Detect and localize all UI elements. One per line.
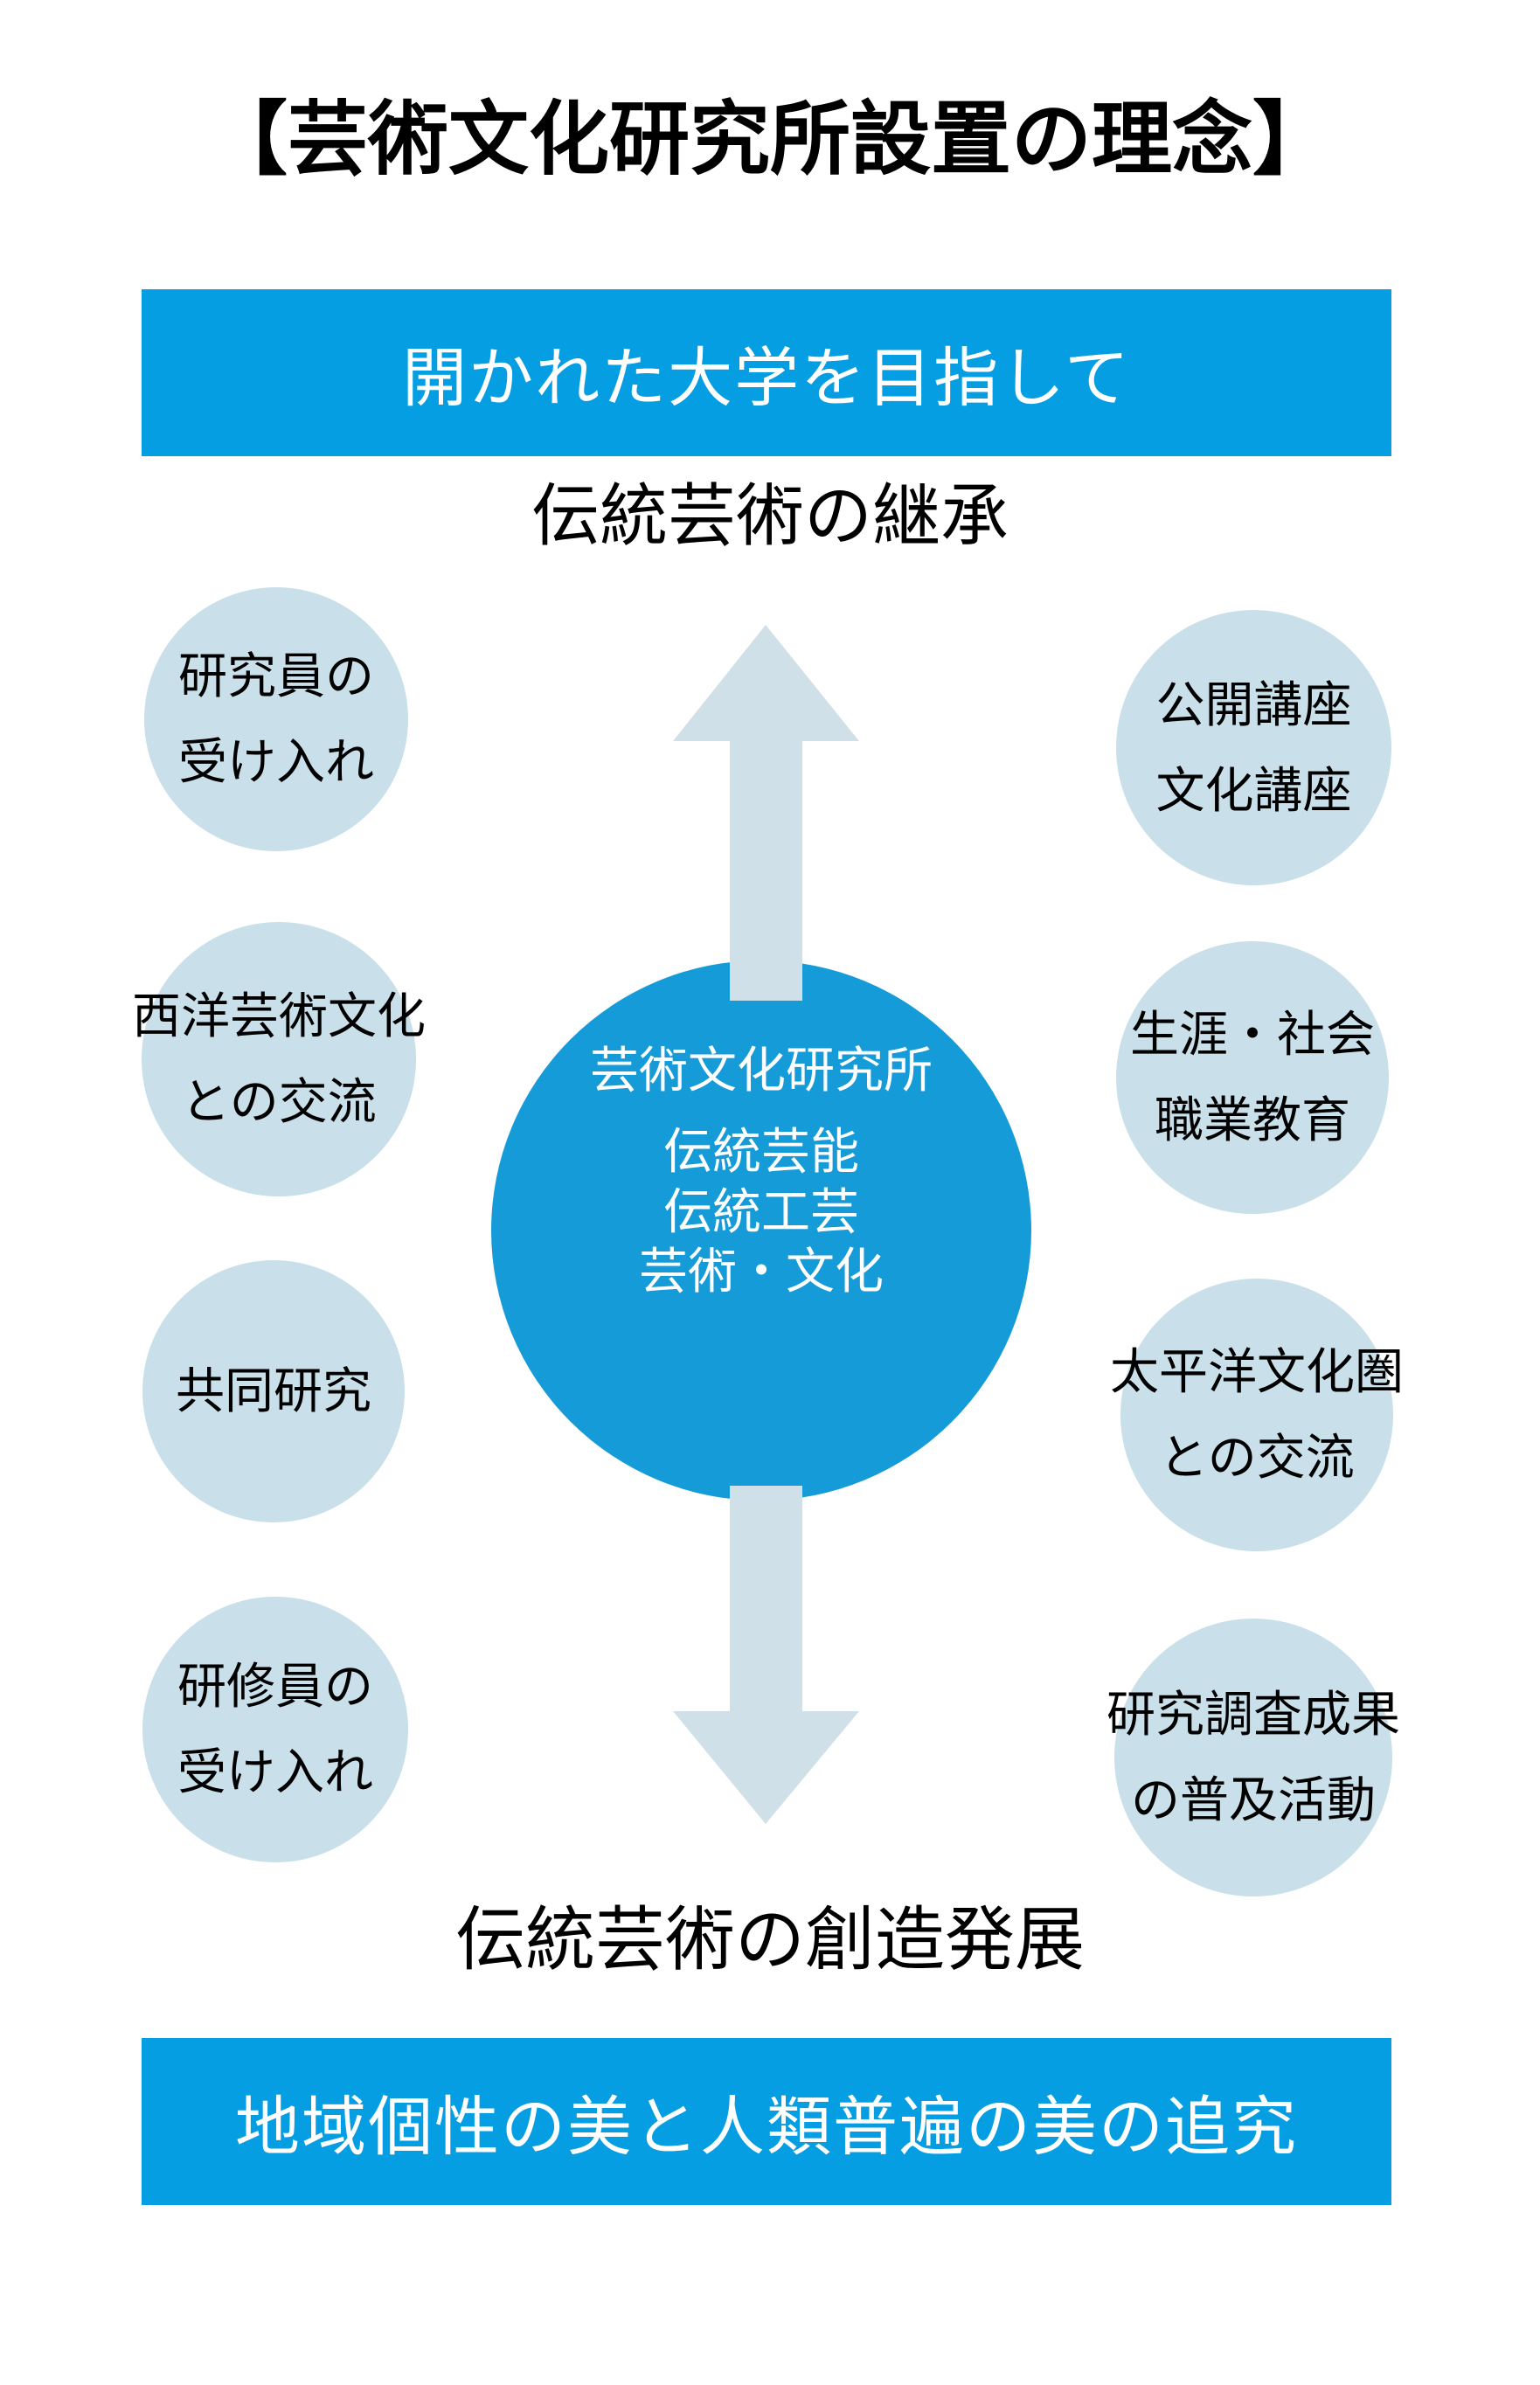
side-circle-line: 研究員の [178, 648, 374, 704]
side-circle-researcher-acceptance: 研究員の 受け入れ [144, 587, 408, 851]
side-circle-line: 西洋芸術文化 [132, 988, 426, 1043]
side-circle-line: 公開講座 [1155, 676, 1352, 732]
top-banner-label: 開かれた大学を目指して [402, 342, 1131, 414]
side-circle-research-dissemination: 研究調査成果 の普及活動 [1106, 1619, 1400, 1896]
side-circle-label: 共同研究 [176, 1348, 371, 1434]
side-circle-line: との交流 [1159, 1430, 1355, 1485]
side-circle-line: 太平洋文化圏 [1110, 1344, 1404, 1399]
side-circle-pacific-exchange: 太平洋文化圏 との交流 [1110, 1279, 1404, 1551]
center-circle-line: 伝統工芸 [663, 1183, 859, 1239]
side-circle-line: 文化講座 [1155, 762, 1352, 818]
side-circle-label: 西洋芸術文化 との交流 [132, 974, 426, 1145]
center-circle-lines: 伝統芸能 伝統工芸 芸術・文化 [491, 1122, 1031, 1301]
side-circle-line: との交流 [181, 1074, 377, 1129]
side-circle-line: 研究調査成果 [1106, 1687, 1400, 1742]
side-circle-western-art-exchange: 西洋芸術文化 との交流 [132, 922, 426, 1196]
side-circle-line: 受け入れ [178, 734, 374, 789]
side-circle-open-lectures: 公開講座 文化講座 [1116, 610, 1391, 885]
side-circle-line: 職業教育 [1155, 1092, 1350, 1147]
side-circle-trainee-acceptance: 研修員の 受け入れ [142, 1597, 408, 1862]
bottom-banner: 地域個性の美と人類普遍の美の追究 [142, 2038, 1391, 2205]
side-circle-joint-research: 共同研究 [142, 1260, 405, 1522]
side-circle-lifelong-education: 生涯・社会 職業教育 [1116, 941, 1389, 1214]
bottom-caption: 伝統芸術の創造発展 [455, 1901, 1085, 1979]
side-circle-label: 研究調査成果 の普及活動 [1106, 1672, 1400, 1843]
center-circle-line: 芸術・文化 [639, 1243, 884, 1299]
down-arrow-icon [673, 1486, 859, 1824]
bottom-banner-label: 地域個性の美と人類普遍の美の追究 [235, 2090, 1298, 2163]
side-circle-label: 太平洋文化圏 との交流 [1110, 1329, 1404, 1501]
side-circle-label: 研修員の 受け入れ [177, 1644, 373, 1815]
side-circle-line: 研修員の [177, 1659, 373, 1714]
center-circle-title: 芸術文化研究所 [590, 1043, 933, 1098]
page-title: 【芸術文化研究所設置の理念】 [206, 95, 1333, 184]
side-circle-line: 受け入れ [177, 1744, 373, 1799]
side-circle-label: 公開講座 文化講座 [1156, 662, 1352, 834]
up-arrow-icon [673, 625, 859, 1001]
side-circle-line: 共同研究 [176, 1363, 371, 1418]
center-circle-institute: 芸術文化研究所 伝統芸能 伝統工芸 芸術・文化 [491, 960, 1031, 1501]
top-caption: 伝統芸術の継承 [531, 477, 1009, 554]
top-banner: 開かれた大学を目指して [142, 289, 1391, 456]
side-circle-line: 生涯・社会 [1130, 1007, 1375, 1062]
side-circle-label: 研究員の 受け入れ [178, 634, 374, 805]
center-circle-line: 伝統芸能 [663, 1124, 859, 1180]
side-circle-line: の普及活動 [1131, 1772, 1376, 1827]
side-circle-label: 生涯・社会 職業教育 [1130, 992, 1375, 1163]
